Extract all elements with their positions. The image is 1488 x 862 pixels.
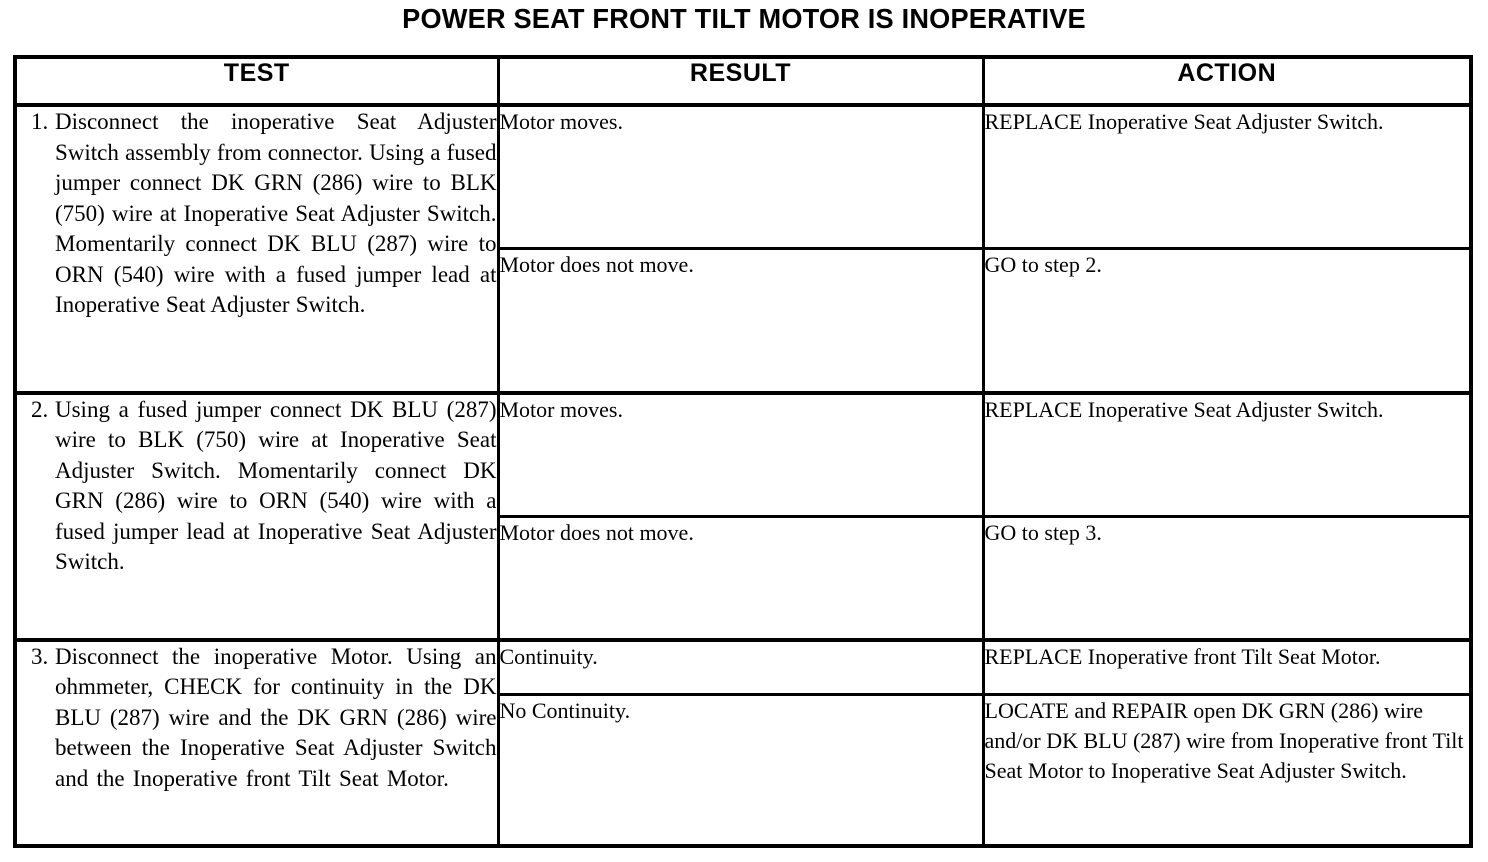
table-row: 2. Using a fused jumper connect DK BLU (… (17, 390, 1469, 640)
action-cell: LOCATE and REPAIR open DK GRN (286) wire… (983, 694, 1469, 844)
step-number: 3. (31, 643, 49, 669)
table-row: 1. Disconnect the inoperative Seat Adjus… (17, 105, 1469, 393)
test-step-1: 1. Disconnect the inoperative Seat Adjus… (17, 107, 497, 321)
result-text: Motor does not move. (499, 519, 694, 545)
action-text: GO to step 3. (984, 519, 1102, 545)
diagnostic-table: TEST RESULT ACTION 1. Disconnect the ino… (17, 59, 1469, 844)
page-title: POWER SEAT FRONT TILT MOTOR IS INOPERATI… (402, 3, 1086, 34)
result-cell: Motor moves. (498, 390, 985, 518)
action-cell: REPLACE Inoperative Seat Adjuster Switch… (983, 390, 1469, 518)
column-header-action: ACTION (983, 59, 1469, 107)
test-step-3: 3. Disconnect the inoperative Motor. Usi… (17, 642, 497, 795)
step-number: 2. (31, 396, 49, 422)
action-text: GO to step 2. (984, 252, 1102, 278)
test-cell-step-1: 1. Disconnect the inoperative Seat Adjus… (17, 105, 500, 393)
result-text: No Continuity. (499, 697, 631, 723)
step-number: 1. (31, 109, 49, 134)
test-cell-step-2: 2. Using a fused jumper connect DK BLU (… (17, 390, 500, 640)
action-text: REPLACE Inoperative front Tilt Seat Moto… (984, 643, 1381, 669)
table-row: No Continuity. LOCATE and REPAIR open DK… (17, 694, 1469, 844)
result-cell: Motor does not move. (498, 516, 985, 640)
result-cell: Motor moves. (498, 105, 985, 251)
result-text: Motor moves. (499, 396, 623, 422)
result-text: Motor moves. (499, 109, 623, 134)
step-text: Disconnect the inoperative Seat Adjuster… (55, 109, 497, 317)
column-header-result: RESULT (498, 59, 985, 107)
action-cell: REPLACE Inoperative front Tilt Seat Moto… (983, 637, 1469, 696)
table-row: Motor does not move. GO to step 3. (17, 516, 1469, 640)
action-text: LOCATE and REPAIR open DK GRN (286) wire… (984, 697, 1464, 783)
result-text: Continuity. (499, 643, 598, 669)
table-header-row: TEST RESULT ACTION (17, 59, 1469, 107)
action-text: REPLACE Inoperative Seat Adjuster Switch… (984, 396, 1384, 422)
test-cell-step-3: 3. Disconnect the inoperative Motor. Usi… (17, 637, 500, 844)
result-cell: No Continuity. (498, 694, 985, 844)
step-text: Using a fused jumper connect DK BLU (287… (55, 396, 497, 575)
result-text: Motor does not move. (499, 252, 694, 278)
test-step-2: 2. Using a fused jumper connect DK BLU (… (17, 395, 497, 578)
table-row: Motor does not move. GO to step 2. (17, 248, 1469, 393)
step-text: Disconnect the inoperative Motor. Using … (55, 643, 497, 791)
result-cell: Continuity. (498, 637, 985, 696)
action-text: REPLACE Inoperative Seat Adjuster Switch… (984, 109, 1384, 134)
table-row: 3. Disconnect the inoperative Motor. Usi… (17, 637, 1469, 844)
action-cell: GO to step 3. (983, 516, 1469, 640)
action-cell: GO to step 2. (983, 249, 1469, 393)
action-cell: REPLACE Inoperative Seat Adjuster Switch… (983, 105, 1469, 251)
result-cell: Motor does not move. (498, 248, 985, 393)
column-header-test: TEST (17, 59, 500, 107)
diagnostic-table-wrapper: TEST RESULT ACTION 1. Disconnect the ino… (13, 55, 1473, 848)
